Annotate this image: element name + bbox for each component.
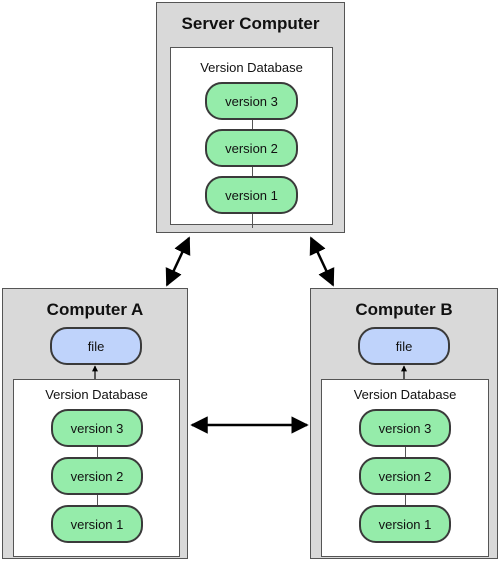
computer-a-version-1: version 1 <box>51 505 143 543</box>
computer-a-version-database: Version Database version 3 version 2 ver… <box>13 379 180 557</box>
computer-b-version-database: Version Database version 3 version 2 ver… <box>321 379 489 557</box>
computer-b-version-3: version 3 <box>359 409 451 447</box>
computer-b-version-database-label: Version Database <box>353 387 457 402</box>
computer-b-version-1: version 1 <box>359 505 451 543</box>
computer-a-version-database-label: Version Database <box>45 387 148 402</box>
server-version-2: version 2 <box>205 129 298 167</box>
server-computer-box: Server Computer Version Database version… <box>156 2 345 233</box>
server-version-database-label: Version Database <box>200 60 303 75</box>
server-computer-b-arrow <box>309 236 335 287</box>
computer-a-title: Computer A <box>46 300 144 319</box>
computer-a-file: file <box>50 327 142 365</box>
computer-b-version-2: version 2 <box>359 457 451 495</box>
server-version-1: version 1 <box>205 176 298 214</box>
computer-a-box: Computer A file Version Database version… <box>2 288 188 559</box>
computer-b-title: Computer B <box>355 300 453 319</box>
computer-a-version-3: version 3 <box>51 409 143 447</box>
server-computer-a-arrow <box>165 236 191 287</box>
computer-b-file: file <box>358 327 450 365</box>
server-version-link <box>252 108 253 228</box>
server-computer-title: Server Computer <box>181 14 320 33</box>
server-version-database: Version Database version 3 version 2 ver… <box>170 47 333 228</box>
computer-b-box: Computer B file Version Database version… <box>310 288 498 559</box>
computer-a-version-2: version 2 <box>51 457 143 495</box>
server-version-3: version 3 <box>205 82 298 120</box>
